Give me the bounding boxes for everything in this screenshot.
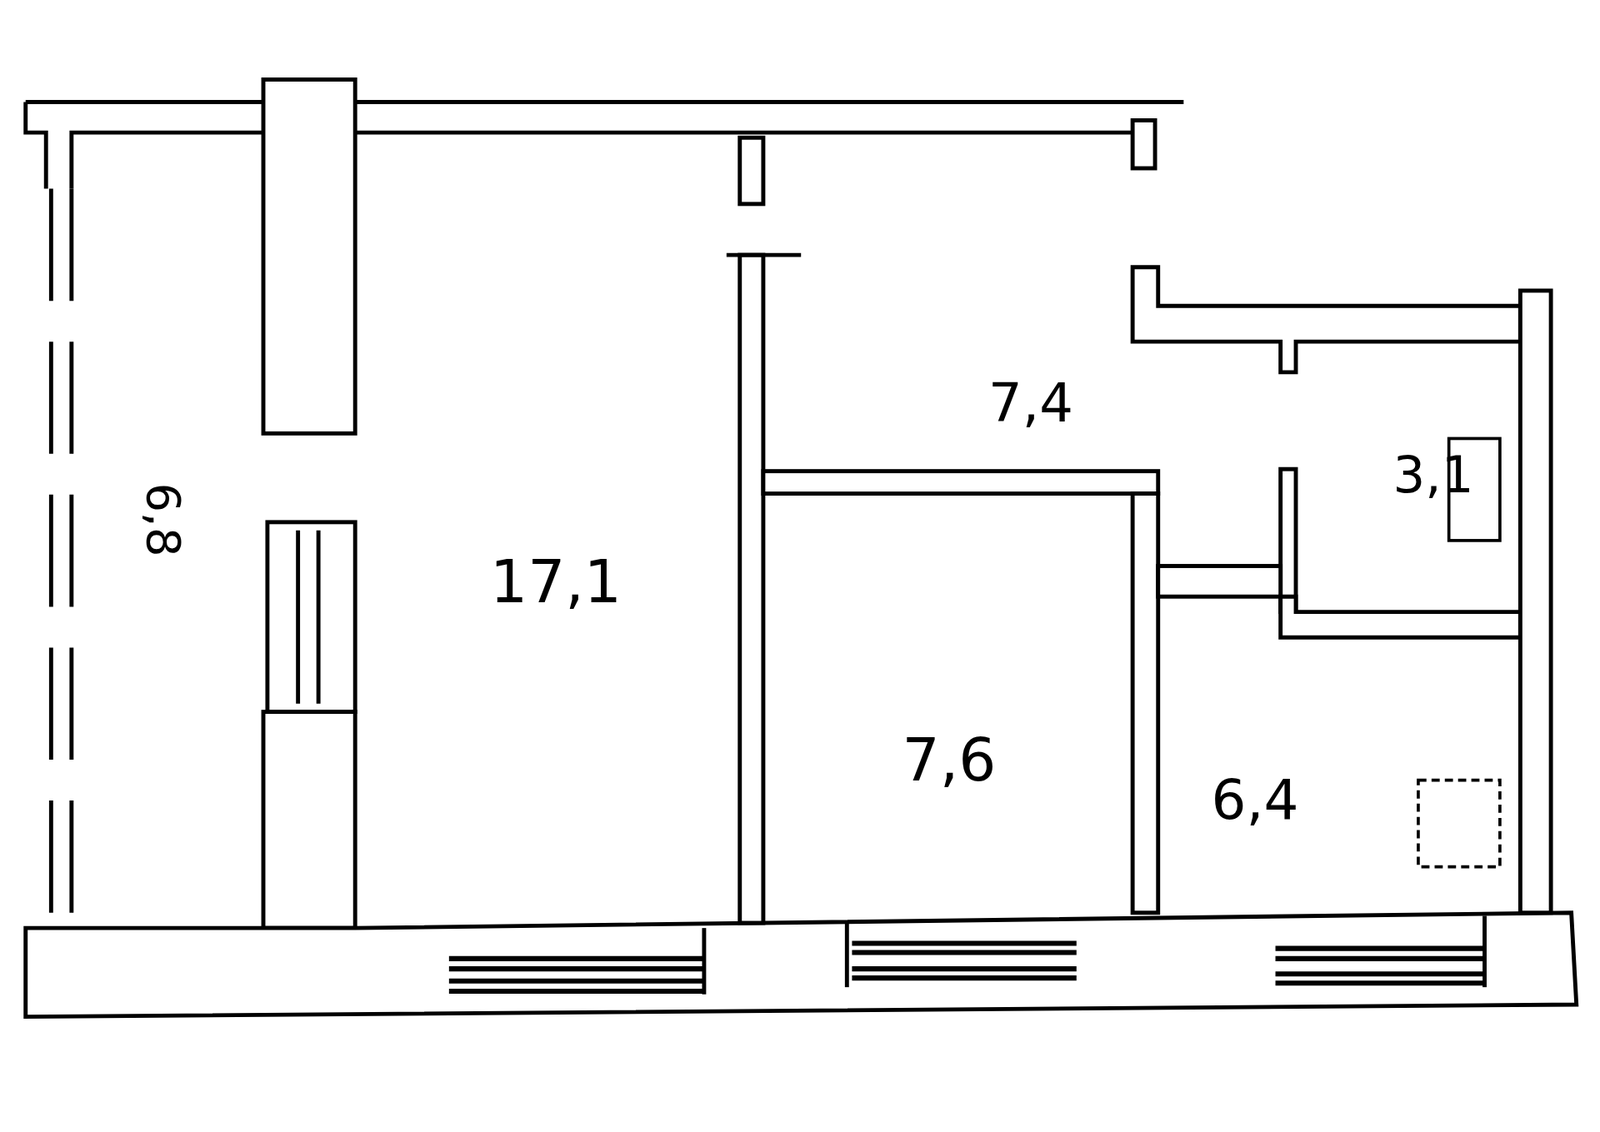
room-area: 6,8 bbox=[140, 482, 187, 557]
room-area: 7,6 bbox=[902, 730, 997, 790]
room-area: 6,4 bbox=[1211, 773, 1300, 829]
room-area: 17,1 bbox=[490, 552, 622, 612]
room-area: 3,1 bbox=[1392, 449, 1474, 500]
room-area: 7,4 bbox=[988, 376, 1074, 430]
